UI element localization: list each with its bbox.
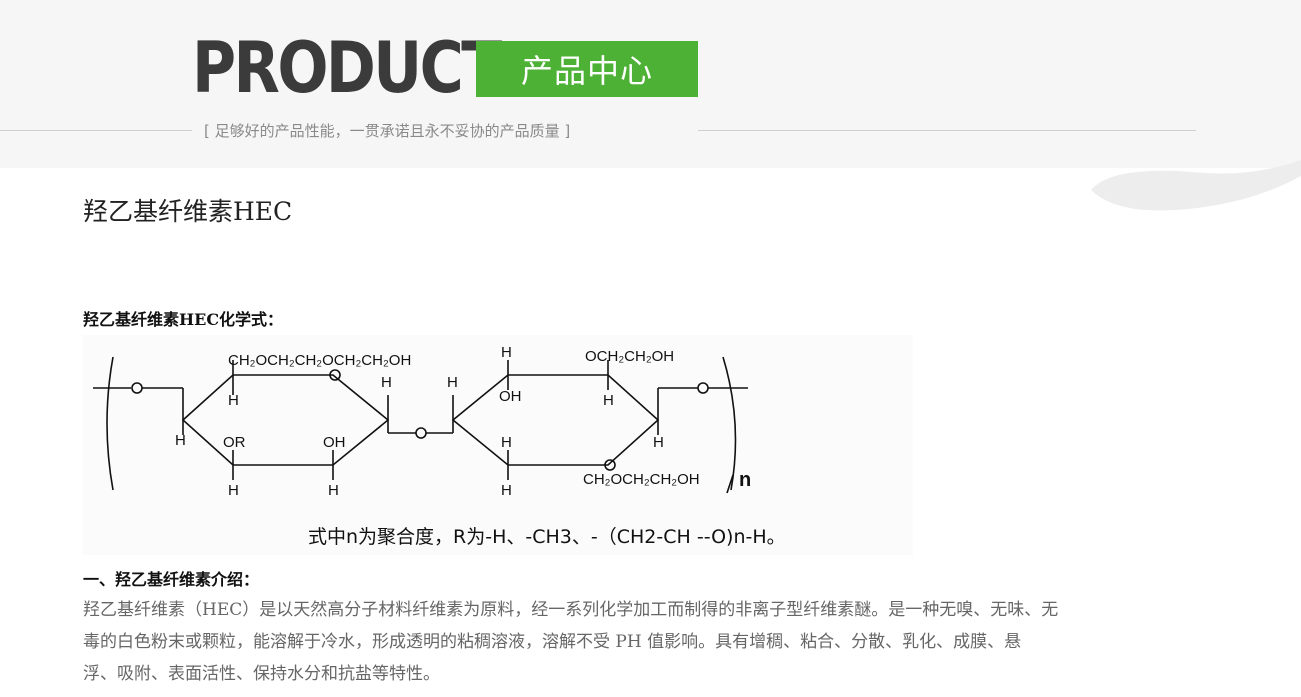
page-title: 羟乙基纤维素HEC — [83, 197, 293, 226]
divider-right — [698, 130, 1196, 131]
banner-title-en: PRODUCT — [192, 27, 502, 109]
banner-title-cn: 产品中心 — [520, 52, 653, 90]
label-h-6: H — [175, 432, 186, 449]
label-och2-top-right: OCH₂CH₂OH — [585, 348, 674, 365]
label-h-4: H — [501, 344, 512, 361]
intro-line: 毒的白色粉末或颗粒，能溶解于冷水，形成透明的粘稠溶液，溶解不受 PH 值影响。具… — [83, 632, 1022, 652]
decorative-swoosh — [1091, 160, 1301, 211]
formula-caption: 式中n为聚合度，R为-H、-CH3、-（CH2-CH --O)n-H。 — [308, 526, 786, 548]
label-h-10: H — [501, 482, 512, 499]
label-h-3: H — [447, 374, 458, 391]
label-ch2-bottom-right: CH₂OCH₂CH₂OH — [583, 471, 700, 488]
intro-line: 羟乙基纤维素（HEC）是以天然高分子材料纤维素为原料，经一系列化学加工而制得的非… — [83, 600, 1059, 620]
label-n: n — [739, 469, 751, 491]
label-h-9: H — [501, 434, 512, 451]
label-h-2: H — [381, 374, 392, 391]
label-h-1: H — [228, 392, 239, 409]
label-oh-ring1: OH — [323, 434, 346, 451]
label-h-7: H — [228, 482, 239, 499]
label-ch2-chain-top-left: CH₂OCH₂CH₂OCH₂CH₂OH — [228, 352, 411, 369]
hec-structure-figure: CH₂OCH₂CH₂OCH₂CH₂OH OCH₂CH₂OH CH₂OCH₂CH₂… — [83, 335, 913, 555]
intro-heading: 一、羟乙基纤维素介绍： — [83, 570, 260, 589]
label-h-11: H — [653, 434, 664, 451]
label-h-8: H — [328, 482, 339, 499]
divider-left — [0, 130, 192, 131]
label-h-5: H — [603, 392, 614, 409]
banner-title-cn-badge: 产品中心 — [476, 41, 698, 97]
label-oh-ring2: OH — [499, 388, 522, 405]
banner-slogan: [ 足够好的产品性能，一贯承诺且永不妥协的产品质量 ] — [204, 122, 571, 140]
label-or: OR — [223, 434, 246, 451]
formula-heading: 羟乙基纤维素HEC化学式： — [83, 310, 284, 329]
intro-line: 浮、吸附、表面活性、保持水分和抗盐等特性。 — [83, 664, 440, 684]
product-banner: PRODUCT 产品中心 [ 足够好的产品性能，一贯承诺且永不妥协的产品质量 ] — [0, 0, 1301, 168]
intro-paragraph: 羟乙基纤维素（HEC）是以天然高分子材料纤维素为原料，经一系列化学加工而制得的非… — [83, 594, 1278, 690]
